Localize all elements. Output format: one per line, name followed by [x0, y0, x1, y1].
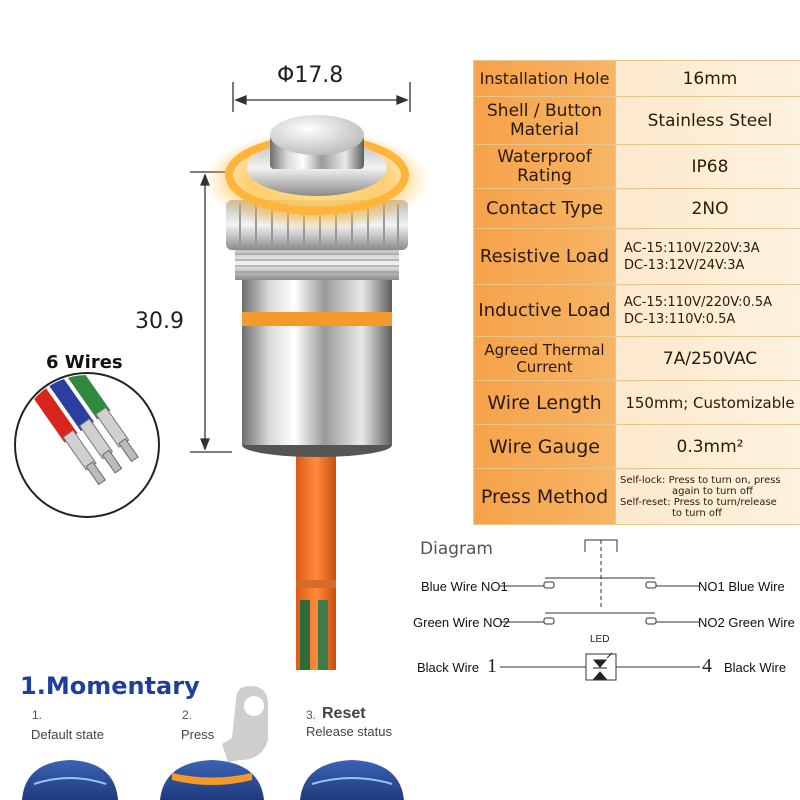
spec-value: IP68 [615, 144, 800, 189]
spec-value: 150mm; Customizable [615, 380, 800, 425]
momentary-title: 1.Momentary [20, 672, 200, 700]
spec-row: Press Method Self-lock: Press to turn on… [473, 468, 800, 525]
right-wire-label-3: Black Wire [724, 660, 787, 675]
spec-key-line: Rating [517, 165, 572, 186]
spec-row: Wire Length 150mm; Customizable [473, 380, 800, 425]
spec-row: Installation Hole 16mm [473, 60, 800, 97]
wire-bundle [296, 440, 336, 670]
spec-value: 0.3mm² [615, 424, 800, 469]
spec-row: Agreed Thermal Current 7A/250VAC [473, 336, 800, 381]
spec-value: 16mm [615, 60, 800, 97]
spec-value-line: DC-13:110V:0.5A [624, 311, 736, 327]
spec-value: 2NO [615, 188, 800, 229]
wiring-diagram [500, 539, 700, 681]
spec-table: Installation Hole 16mm Shell / Button Ma… [473, 60, 800, 525]
switch-body [205, 115, 429, 457]
diagram-title: Diagram [420, 539, 493, 559]
spec-key-line: Material [509, 119, 580, 140]
spec-value: AC-15:110V/220V:3A DC-13:12V/24V:3A [615, 228, 800, 285]
spec-key-line: Shell / Button [487, 100, 602, 121]
hand-icon [222, 686, 268, 762]
step-number: 1. [32, 708, 43, 722]
led-symbol [592, 652, 613, 680]
spec-row: Contact Type 2NO [473, 188, 800, 229]
spec-row: Resistive Load AC-15:110V/220V:3A DC-13:… [473, 228, 800, 285]
diameter-dimension [232, 82, 411, 112]
wires-label: 6 Wires [46, 352, 123, 373]
right-wire-label-2: NO2 Green Wire [698, 615, 795, 630]
spec-value-line: Self-reset: Press to turn/release [620, 496, 777, 508]
spec-key: Resistive Load [473, 228, 616, 285]
left-wire-label-1: Blue Wire NO1 [421, 579, 508, 594]
right-wire-label-1: NO1 Blue Wire [698, 579, 785, 594]
spec-key: Shell / Button Material [473, 96, 616, 145]
spec-value: AC-15:110V/220V:0.5A DC-13:110V:0.5A [615, 284, 800, 337]
button-reset-state [300, 760, 404, 800]
spec-value-line: again to turn off [672, 485, 753, 497]
diameter-label: Φ17.8 [277, 63, 344, 88]
spec-row: Shell / Button Material Stainless Steel [473, 96, 800, 145]
left-wire-label-3: Black Wire [417, 660, 480, 675]
button-pressed-state [160, 686, 268, 800]
spec-key: Waterproof Rating [473, 144, 616, 189]
button-default-state [22, 760, 118, 800]
step-title: Reset [322, 705, 366, 722]
spec-value-line: Self-lock: Press to turn on, press [620, 474, 781, 486]
spec-key: Installation Hole [473, 60, 616, 97]
spec-value: 7A/250VAC [615, 336, 800, 381]
spec-key: Wire Gauge [473, 424, 616, 469]
spec-row: Waterproof Rating IP68 [473, 144, 800, 189]
spec-key: Agreed Thermal Current [473, 336, 616, 381]
pin-number-right: 4 [702, 655, 712, 677]
momentary-illustrations [22, 686, 404, 800]
push-button-photo [14, 82, 429, 670]
spec-key: Press Method [473, 468, 616, 525]
spec-row: Inductive Load AC-15:110V/220V:0.5A DC-1… [473, 284, 800, 337]
pin-number-left: 1 [487, 655, 497, 677]
spec-row: Wire Gauge 0.3mm² [473, 424, 800, 469]
spec-value: Stainless Steel [615, 96, 800, 145]
height-dimension [190, 171, 232, 453]
spec-key: Contact Type [473, 188, 616, 229]
spec-key: Wire Length [473, 380, 616, 425]
spec-value: Self-lock: Press to turn on, press again… [615, 468, 800, 525]
led-label: LED [590, 634, 610, 645]
step-label: Default state [31, 727, 104, 742]
step-number: 3. [306, 708, 317, 722]
spec-key-line: Current [516, 357, 573, 376]
spec-value-line: DC-13:12V/24V:3A [624, 257, 745, 273]
step-label: Press [181, 727, 215, 742]
spec-key-line: Agreed Thermal [484, 340, 605, 359]
step-number: 2. [182, 708, 193, 722]
spec-key-line: Waterproof [497, 146, 592, 167]
spec-value-line: AC-15:110V/220V:0.5A [624, 294, 773, 310]
step-label: Release status [306, 724, 392, 739]
height-label: 30.9 [135, 309, 184, 334]
wires-inset [14, 372, 160, 518]
spec-value-line: AC-15:110V/220V:3A [624, 240, 760, 256]
left-wire-label-2: Green Wire NO2 [413, 615, 510, 630]
spec-value-line: to turn off [672, 507, 722, 519]
spec-key: Inductive Load [473, 284, 616, 337]
